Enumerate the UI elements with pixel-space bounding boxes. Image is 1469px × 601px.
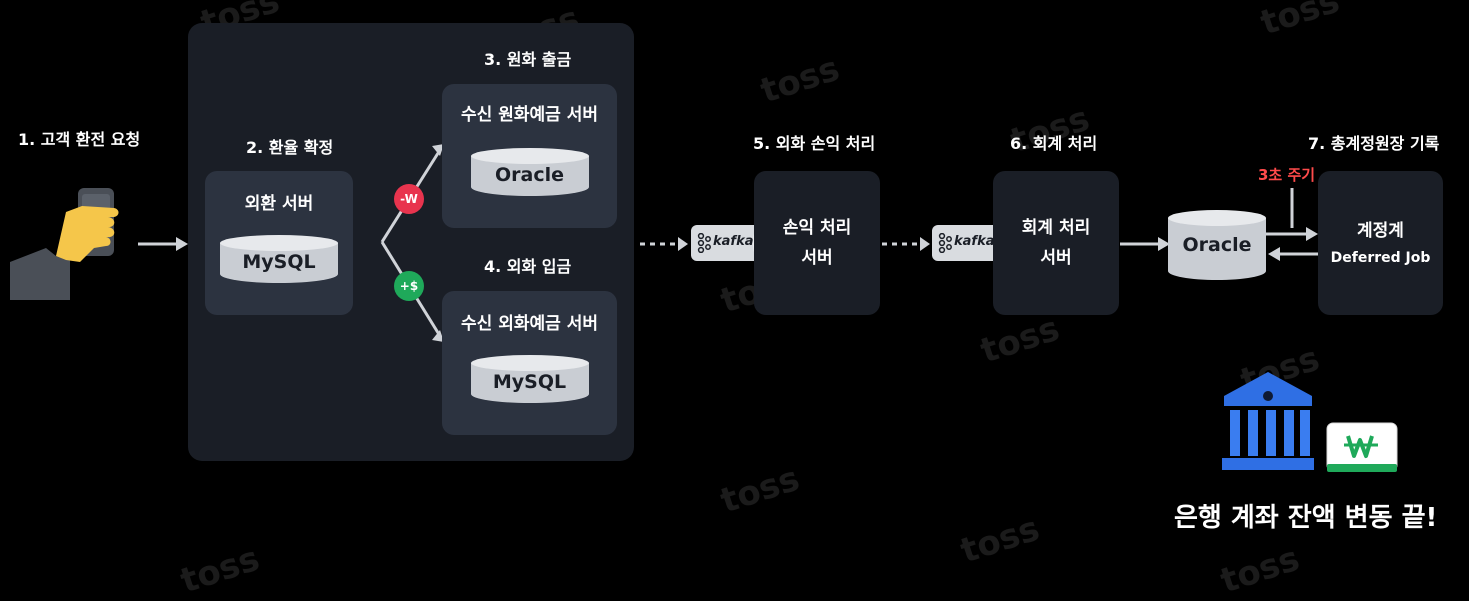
accounting-server-title-2: 서버 — [1040, 248, 1072, 268]
krw-db: Oracle — [470, 148, 589, 202]
watermark: toss — [955, 508, 1045, 572]
ledger-db: Oracle — [1168, 210, 1266, 280]
fx-deposit-server-box: 수신 외화예금 서버 MySQL — [442, 291, 617, 435]
accounting-server-title-1: 회계 처리 — [1021, 218, 1091, 238]
exchange-server-box: 외환 서버 MySQL — [205, 171, 353, 315]
step-6-label: 6. 회계 처리 — [1010, 134, 1098, 153]
krw-deposit-server-title: 수신 원화예금 서버 — [461, 105, 598, 125]
fx-db-label: MySQL — [492, 371, 567, 393]
result-text: 은행 계좌 잔액 변동 끝! — [1174, 503, 1438, 533]
won-bill-icon — [1326, 422, 1398, 472]
watermark: toss — [1255, 0, 1345, 44]
withdraw-badge: -W — [394, 184, 424, 214]
bank-building-icon — [1222, 372, 1314, 470]
step-7-label: 7. 총계정원장 기록 — [1308, 134, 1440, 153]
fx-db: MySQL — [470, 355, 589, 409]
dotted-arrow-1 — [640, 237, 688, 251]
arrow-to-ledger-db — [1120, 237, 1170, 251]
watermark: toss — [1215, 538, 1305, 601]
fx-deposit-server-title: 수신 외화예금 서버 — [461, 314, 598, 334]
accounting-server-box: 회계 처리 서버 — [993, 171, 1119, 315]
dotted-arrow-2 — [882, 237, 930, 251]
krw-deposit-server-box: 수신 원화예금 서버 Oracle — [442, 84, 617, 228]
kafka-queue-2: kafka — [932, 225, 1008, 261]
step-4-label: 4. 외화 입금 — [484, 257, 572, 276]
watermark: toss — [715, 458, 805, 522]
kafka-icon — [697, 233, 711, 253]
krw-db-label: Oracle — [494, 164, 564, 186]
exchange-server-title: 외환 서버 — [244, 194, 314, 214]
watermark: toss — [975, 308, 1065, 372]
step-3-label: 3. 원화 출금 — [484, 50, 572, 69]
step-2-label: 2. 환율 확정 — [246, 138, 334, 157]
kafka-icon — [938, 233, 952, 253]
ledger-sync-arrows — [1266, 188, 1318, 261]
pl-server-box: 손익 처리 서버 — [754, 171, 880, 315]
kafka-2-label: kafka — [954, 234, 995, 249]
kafka-1-label: kafka — [713, 234, 754, 249]
ledger-job-box: 계정계 Deferred Job — [1318, 171, 1443, 315]
watermark: toss — [175, 538, 265, 601]
cycle-label: 3초 주기 — [1258, 166, 1316, 184]
pl-server-title-1: 손익 처리 — [782, 218, 852, 238]
pl-server-title-2: 서버 — [801, 248, 833, 268]
exchange-db-label: MySQL — [242, 251, 316, 273]
ledger-job-title-1: 계정계 — [1357, 221, 1404, 241]
arrow-to-exchange — [138, 237, 188, 251]
deposit-badge: +$ — [394, 271, 424, 301]
step-1-label: 1. 고객 환전 요청 — [18, 130, 141, 149]
exchange-db: MySQL — [220, 235, 338, 289]
ledger-db-label: Oracle — [1182, 234, 1252, 256]
ledger-job-title-2: Deferred Job — [1330, 250, 1431, 266]
step-5-label: 5. 외화 손익 처리 — [753, 134, 876, 153]
watermark: toss — [755, 48, 845, 112]
phone-hand-icon — [10, 188, 119, 300]
branch-arrows — [380, 144, 444, 342]
